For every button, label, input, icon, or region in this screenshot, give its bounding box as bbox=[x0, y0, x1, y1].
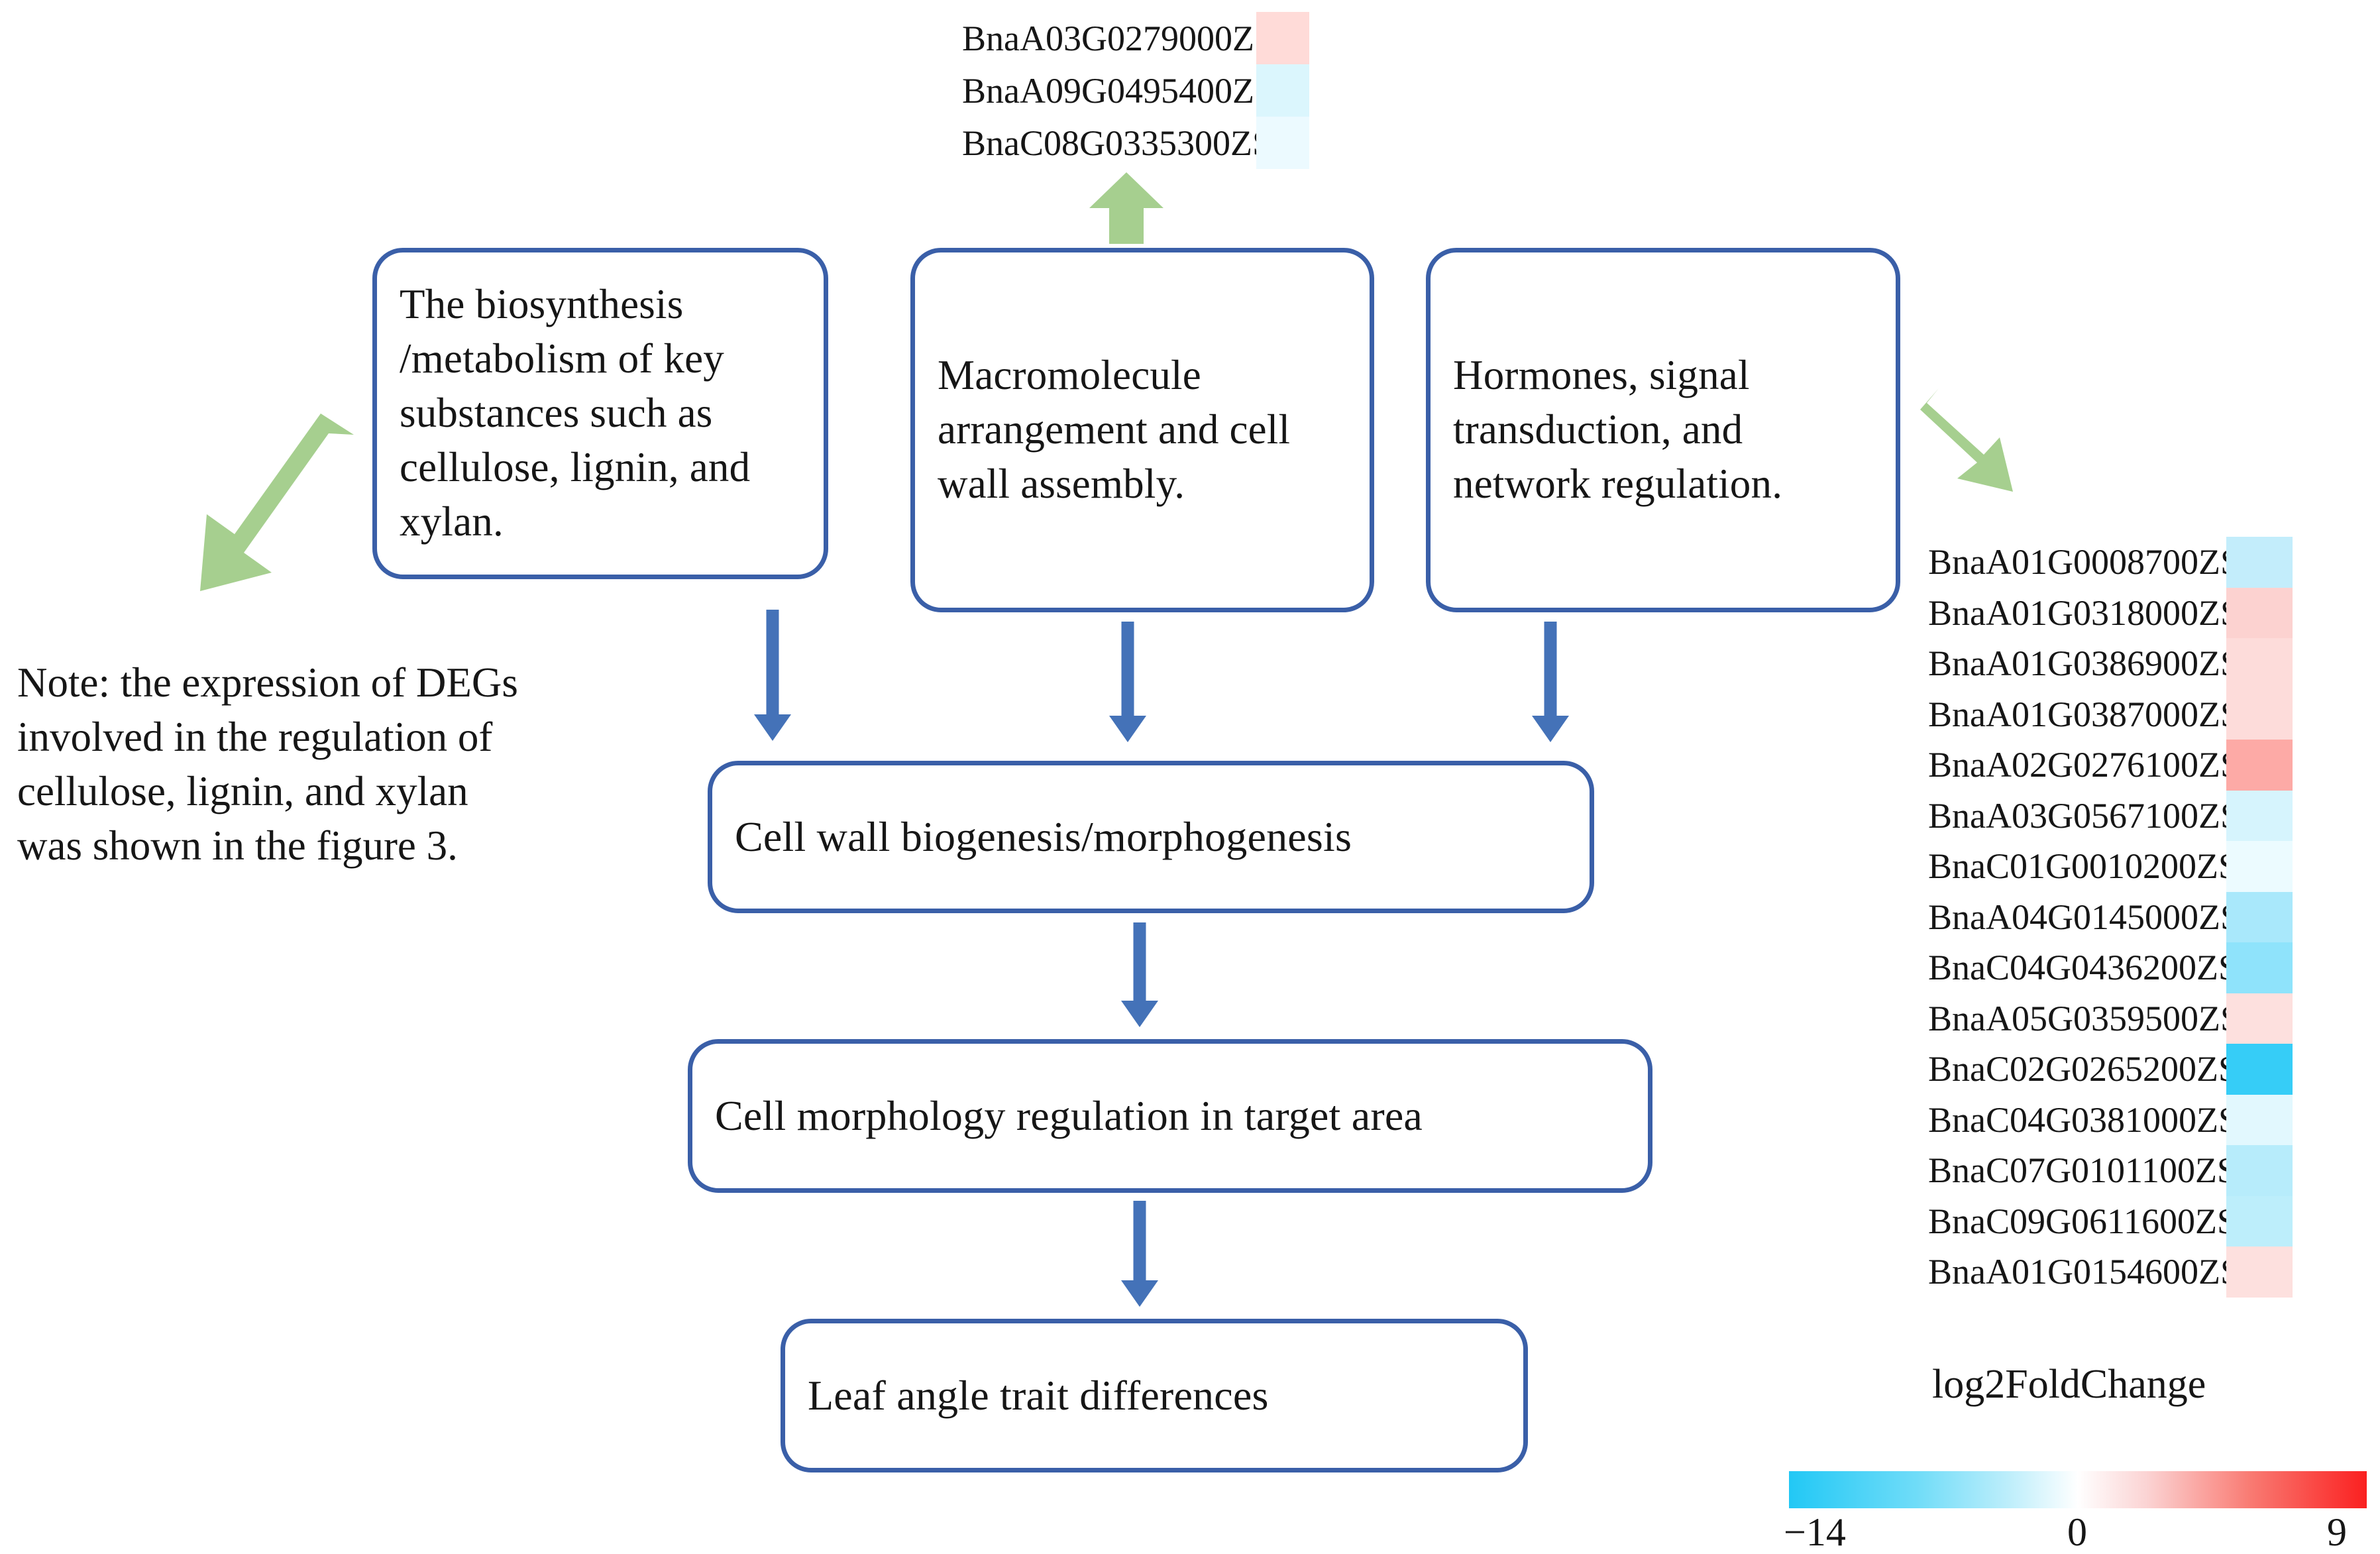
heatmap-cell bbox=[2226, 1145, 2293, 1196]
flow-box-biosynthesis-label: The biosynthesis /metabolism of key subs… bbox=[400, 281, 751, 545]
heatmap-gene-label: BnaA01G0387000ZS bbox=[1928, 694, 2240, 734]
heatmap-gene-label: BnaC04G0436200ZS bbox=[1928, 948, 2239, 988]
heatmap-row: BnaA04G0145000ZS bbox=[1928, 891, 2346, 942]
heatmap-cell bbox=[1256, 64, 1309, 117]
colorbar-tick-min: −14 bbox=[1784, 1510, 1846, 1554]
heatmap-cell bbox=[2226, 1247, 2293, 1298]
heatmap-gene-label: BnaA09G0495400ZS bbox=[962, 70, 1274, 111]
connector-arrow-morphology-to-leafangle bbox=[1120, 1201, 1160, 1307]
flow-box-hormones[interactable]: Hormones, signal transduction, and netwo… bbox=[1426, 248, 1900, 612]
heatmap-cell bbox=[2226, 1195, 2293, 1247]
flow-box-biosynthesis[interactable]: The biosynthesis /metabolism of key subs… bbox=[372, 248, 828, 579]
heatmap-gene-label: BnaC09G0611600ZS bbox=[1928, 1201, 2238, 1241]
green-arrow-up-icon bbox=[1087, 171, 1166, 245]
colorbar-tick-max: 9 bbox=[2327, 1510, 2347, 1554]
connector-arrow-hormones-to-cellwall bbox=[1531, 622, 1570, 742]
heatmap-row: BnaC09G0611600ZS bbox=[1928, 1195, 2346, 1247]
heatmap-cell bbox=[2226, 841, 2293, 892]
flow-box-leaf-angle[interactable]: Leaf angle trait differences bbox=[781, 1319, 1528, 1472]
connector-arrow-cellwall-to-morphology bbox=[1120, 922, 1160, 1027]
flow-box-hormones-label: Hormones, signal transduction, and netwo… bbox=[1453, 352, 1783, 507]
green-arrow-down-left-icon bbox=[193, 414, 359, 602]
flow-box-leaf-angle-label: Leaf angle trait differences bbox=[808, 1372, 1269, 1419]
heatmap-cell bbox=[1256, 117, 1309, 169]
heatmap-row: BnaA01G0387000ZS bbox=[1928, 689, 2346, 740]
heatmap-gene-label: BnaC08G0335300ZS bbox=[962, 123, 1273, 163]
flow-box-cell-morphology-label: Cell morphology regulation in target are… bbox=[715, 1092, 1423, 1140]
heatmap-gene-label: BnaA01G0154600ZS bbox=[1928, 1252, 2240, 1292]
heatmap-gene-label: BnaA03G0567100ZS bbox=[1928, 795, 2240, 836]
colorbar-tick-mid: 0 bbox=[2067, 1510, 2087, 1554]
figure-note: Note: the expression of DEGs involved in… bbox=[17, 659, 518, 869]
connector-arrow-biosynthesis-to-cellwall bbox=[753, 610, 792, 741]
heatmap-gene-label: BnaA05G0359500ZS bbox=[1928, 998, 2240, 1038]
flow-box-cell-morphology[interactable]: Cell morphology regulation in target are… bbox=[688, 1039, 1652, 1193]
heatmap-row: BnaC01G0010200ZS bbox=[1928, 841, 2346, 892]
heatmap-cell bbox=[2226, 537, 2293, 588]
heatmap-gene-label: BnaC01G0010200ZS bbox=[1928, 846, 2239, 887]
heatmap-cell bbox=[2226, 942, 2293, 993]
heatmap-row: BnaA09G0495400ZS bbox=[962, 64, 1309, 117]
heatmap-cell bbox=[2226, 740, 2293, 791]
flow-box-macromolecule-label: Macromolecule arrangement and cell wall … bbox=[938, 352, 1291, 507]
heatmap-gene-label: BnaA03G0279000ZS bbox=[962, 18, 1274, 58]
heatmap-row: BnaC02G0265200ZS bbox=[1928, 1044, 2346, 1095]
heatmap-row: BnaA01G0008700ZS bbox=[1928, 537, 2346, 588]
heatmap-row: BnaA01G0154600ZS bbox=[1928, 1247, 2346, 1298]
connector-arrow-macromolecule-to-cellwall bbox=[1108, 622, 1148, 742]
heatmap-cell bbox=[2226, 689, 2293, 740]
heatmap-row: BnaA03G0279000ZS bbox=[962, 12, 1309, 64]
colorbar-gradient bbox=[1789, 1471, 2367, 1508]
flow-box-macromolecule[interactable]: Macromolecule arrangement and cell wall … bbox=[910, 248, 1374, 612]
heatmap-cell bbox=[2226, 1044, 2293, 1095]
heatmap-row: BnaC08G0335300ZS bbox=[962, 117, 1309, 169]
heatmap-cell bbox=[2226, 891, 2293, 942]
heatmap-row: BnaA01G0386900ZS bbox=[1928, 638, 2346, 689]
heatmap-cell bbox=[2226, 993, 2293, 1044]
heatmap-row: BnaA03G0567100ZS bbox=[1928, 790, 2346, 841]
heatmap-gene-label: BnaA01G0318000ZS bbox=[1928, 592, 2240, 633]
green-arrow-down-right-icon bbox=[1916, 384, 2022, 497]
heatmap-row: BnaC07G0101100ZS bbox=[1928, 1145, 2346, 1196]
heatmap-gene-label: BnaA01G0008700ZS bbox=[1928, 542, 2240, 583]
heatmap-row: BnaC04G0381000ZS bbox=[1928, 1094, 2346, 1145]
heatmap-gene-label: BnaA02G0276100ZS bbox=[1928, 745, 2240, 785]
heatmap-gene-label: BnaC07G0101100ZS bbox=[1928, 1150, 2238, 1191]
heatmap-gene-label: BnaA04G0145000ZS bbox=[1928, 897, 2240, 937]
heatmap-cell bbox=[2226, 1094, 2293, 1145]
heatmap-row: BnaA01G0318000ZS bbox=[1928, 587, 2346, 638]
heatmap-row: BnaA02G0276100ZS bbox=[1928, 740, 2346, 791]
flow-box-cell-wall-label: Cell wall biogenesis/morphogenesis bbox=[735, 813, 1352, 861]
heatmap-cell bbox=[2226, 638, 2293, 689]
heatmap-cell bbox=[2226, 790, 2293, 841]
colorbar-title: log2FoldChange bbox=[1932, 1362, 2206, 1407]
heatmap-cell bbox=[1256, 12, 1309, 64]
heatmap-cell bbox=[2226, 587, 2293, 638]
flow-box-cell-wall[interactable]: Cell wall biogenesis/morphogenesis bbox=[708, 761, 1594, 913]
heatmap-row: BnaA05G0359500ZS bbox=[1928, 993, 2346, 1044]
heatmap-gene-label: BnaC04G0381000ZS bbox=[1928, 1099, 2239, 1140]
heatmap-row: BnaC04G0436200ZS bbox=[1928, 942, 2346, 993]
heatmap-gene-label: BnaA01G0386900ZS bbox=[1928, 643, 2240, 684]
heatmap-gene-label: BnaC02G0265200ZS bbox=[1928, 1049, 2239, 1089]
